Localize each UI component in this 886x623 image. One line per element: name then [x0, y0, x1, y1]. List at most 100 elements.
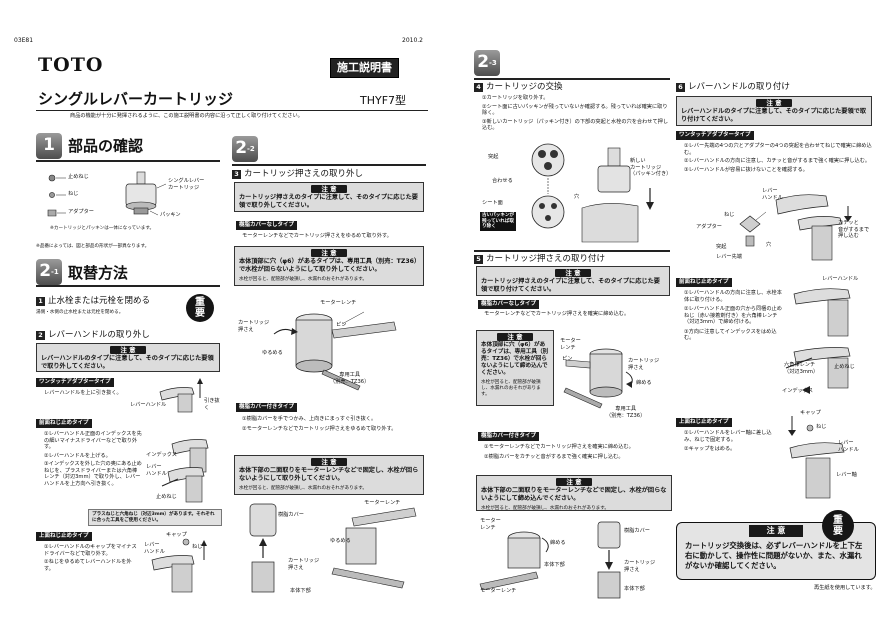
r-withcover-body-bottom-label: 本体下部	[544, 562, 565, 568]
exchange-protrusion-label: 突起	[488, 154, 499, 160]
page-title: シングルレバーカートリッジ	[38, 90, 234, 108]
r-onetouch-steps: ①レバー先端の4つの穴とアダプターの4つの突起を合わせてねじで確実に締め込む。 …	[684, 143, 872, 173]
r-front-hex-wrench-label: 六角棒レンチ （対辺3mm）	[784, 362, 819, 375]
r-nocover-illustration: モーター レンチ ピン カートリッジ 押さえ 締める 専用工具 （別売：TZ36…	[556, 332, 674, 426]
r-nocover-pin-label: ピン	[562, 356, 573, 362]
part-cartridge-label: シングルレバー カートリッジ	[168, 178, 205, 191]
nocover-illustration: モーターレンチ カートリッジ 押さえ ピン ゆるめる 専用工具 （別売：TZ36…	[234, 290, 424, 398]
section-2-1-title: 取替方法	[68, 264, 129, 282]
important-badge-left: 重要	[186, 294, 214, 322]
part-screw-label: ねじ	[68, 191, 79, 197]
top-screw-tag: 上面ねじ止めタイプ	[36, 532, 92, 541]
r-top-tag: 上面ねじ止めタイプ	[676, 418, 732, 427]
brand-logo: TOTO	[38, 54, 104, 76]
old-packing-note: 古いパッキンが 残っていれば取 り除く	[480, 212, 517, 232]
caution-box-5: 注 意 カートリッジ押さえのタイプに注意して、そのタイプに応じた要領で取り付けて…	[476, 266, 670, 296]
r-front-illustration: レバーハンドル 六角棒レンチ （対辺3mm） 止めねじ インデックス	[782, 272, 874, 408]
r-top-screw-label: ねじ	[816, 424, 827, 430]
section-2-2-rule	[232, 164, 426, 166]
step-5-rule	[474, 250, 670, 252]
part-adapter-label: アダプター	[68, 209, 94, 215]
onetouch-lever-label: レバーハンドル	[130, 402, 167, 408]
withcover-resin-cover-label: 樹脂カバー	[278, 512, 304, 518]
new-cartridge-label: 新しい カートリッジ （パッキン付き）	[630, 158, 672, 177]
exchange-hole-label: 穴	[574, 194, 580, 200]
r-onetouch-adapter-label: アダプター	[696, 224, 722, 230]
front-screw-steps: ①レバーハンドル正面のインデックスを先の細いマイナスドライバーなどで取り外す。 …	[44, 431, 142, 487]
plus-screw-note: プラスねじと六角ねじ（対辺3mm）があります。それぞれに合った工具をご使用くださ…	[88, 509, 222, 527]
onetouch-pull-label: 引き抜く	[204, 398, 220, 411]
step-1-sub: 湯側・水側の止水栓または元栓を閉める。	[36, 310, 124, 315]
section-1-rule	[36, 160, 220, 162]
section-2-2-number: 2-2	[232, 136, 258, 162]
r-nocover-motor-wrench-label: モーター レンチ	[560, 338, 581, 351]
r-top-cap-label: キャップ	[800, 410, 821, 416]
manual-badge: 施工説明書	[330, 58, 399, 78]
r-nocover-special-tool-label: 専用工具 （別売：TZ36）	[606, 406, 646, 419]
section-2-1-number: 2-1	[36, 259, 62, 285]
r-nocover-tighten-label: 締める	[636, 380, 652, 386]
step-4-items: ①カートリッジを取り外す。 ②シート面に古いパッキンが残っていないか確認する。残…	[482, 95, 669, 131]
caution-box-4: 注 意 本体下部の二面取りをモーターレンチなどで固定し、水栓が回らないようにして…	[234, 455, 424, 495]
r-withcover-tag: 樹脂カバー付きタイプ	[478, 432, 540, 441]
r-top-lever-label: レバー ハンドル	[838, 440, 859, 453]
section-1-title: 部品の確認	[68, 137, 144, 155]
r-onetouch-protrusion-label: 突起	[716, 244, 727, 250]
nocover-cartridge-holder-label: カートリッジ 押さえ	[238, 320, 270, 333]
r-nocover-cartridge-holder-label: カートリッジ 押さえ	[628, 358, 660, 371]
r-onetouch-lever-tip-label: レバー先端	[716, 254, 742, 260]
r-withcover-illustration: モーター レンチ 締める 本体下部 モーターレンチ 樹脂カバー カートリッジ 押…	[476, 514, 672, 600]
onetouch-text: レバーハンドルを上に引き抜く。	[44, 390, 122, 396]
top-screw-steps: ①レバーハンドルのキャップをマイナスドライバーなどで取り外す。 ②ねじをゆるめて…	[44, 544, 137, 572]
front-screw-illustration: インデックス レバー ハンドル 止めねじ	[142, 424, 222, 508]
section-1-number: 1	[36, 133, 62, 159]
cartridge-exchange-illustration: 突起 合わせる 穴 シート面 古いパッキンが 残っていれば取 り除く 新しい カ…	[478, 138, 674, 246]
r-withcover-tighten-label: 締める	[550, 540, 566, 546]
part-packing-label: パッキン	[160, 212, 181, 218]
caution-box-8: 注 意 レバーハンドルのタイプに注意して、そのタイプに応じた要領で取り付けてくだ…	[676, 96, 872, 126]
r-withcover-body-bottom2-label: 本体下部	[624, 586, 645, 592]
r-top-lever-shaft-label: レバー軸	[836, 472, 857, 478]
caution-box-6: 注 意 本体頂部に穴（φ6）があるタイプは、専用工具（別売：TZ36）で水栓が回…	[476, 330, 554, 406]
r-withcover-motor-wrench-bottom-label: モーターレンチ	[480, 588, 517, 594]
exchange-align-label: 合わせる	[492, 178, 513, 184]
withcover-body-bottom-label: 本体下部	[290, 588, 311, 594]
top-cap-label: キャップ	[166, 532, 187, 538]
caution-box-2: 注 意 カートリッジ押さえのタイプに注意して、そのタイプに応じた要領で取り外して…	[234, 182, 424, 212]
nocover-tag: 樹脂カバーなしタイプ	[236, 221, 298, 230]
withcover-motor-wrench-label: モーターレンチ	[364, 500, 401, 506]
doc-code: 03E81	[14, 37, 34, 44]
recycled-paper-note: 再生紙を使用しています。	[814, 585, 876, 591]
r-front-stopscrew-label: 止めねじ	[834, 364, 855, 370]
front-index-label: インデックス	[146, 452, 177, 458]
model-number: THYF7型	[360, 94, 407, 107]
withcover-loosen-label: ゆるめる	[330, 538, 351, 544]
r-onetouch-screw-label: ねじ	[724, 212, 735, 218]
nocover-pin-label: ピン	[336, 322, 347, 328]
onetouch-tag: ワンタッチアダプタータイプ	[36, 378, 114, 387]
r-onetouch-hole-label: 穴	[766, 242, 772, 248]
section-2-3-rule	[474, 78, 670, 80]
top-screw-illustration: キャップ ねじ レバー ハンドル	[142, 530, 222, 594]
r-front-tag: 前面ねじ止めタイプ	[676, 278, 732, 287]
r-onetouch-illustration: レバー ハンドル ねじ アダプター 突起 レバー先端 穴 カチッと 音がするまで…	[676, 186, 872, 266]
r-withcover-steps: ①モーターレンチなどでカートリッジ押さえを確実に締め込む。 ②樹脂カバーをカチッ…	[484, 444, 634, 460]
front-stopscrew-label: 止めねじ	[156, 494, 177, 500]
nocover-special-tool-label: 専用工具 （別売：TZ36）	[330, 372, 370, 385]
r-nocover-tag: 樹脂カバーなしタイプ	[478, 300, 540, 309]
parts-note: ※カートリッジとパッキンは一体になっています。	[50, 226, 155, 231]
section-2-3-number: 2-3	[474, 50, 500, 76]
onetouch-illustration: レバーハンドル 引き抜く	[120, 376, 220, 414]
part-stopscrew-label: 止めねじ	[68, 174, 89, 180]
title-rule	[36, 110, 428, 111]
caution-box-7: 注 意 本体下部の二面取りをモーターレンチなどで固定し、水栓が回らないようにして…	[476, 475, 672, 511]
nocover-text: モーターレンチなどでカートリッジ押さえをゆるめて取り外す。	[242, 233, 392, 239]
r-nocover-text: モーターレンチなどでカートリッジ押さえを確実に締め込む。	[484, 311, 630, 317]
front-lever-label: レバー ハンドル	[146, 464, 167, 477]
r-onetouch-tag: ワンタッチアダプタータイプ	[676, 131, 754, 140]
